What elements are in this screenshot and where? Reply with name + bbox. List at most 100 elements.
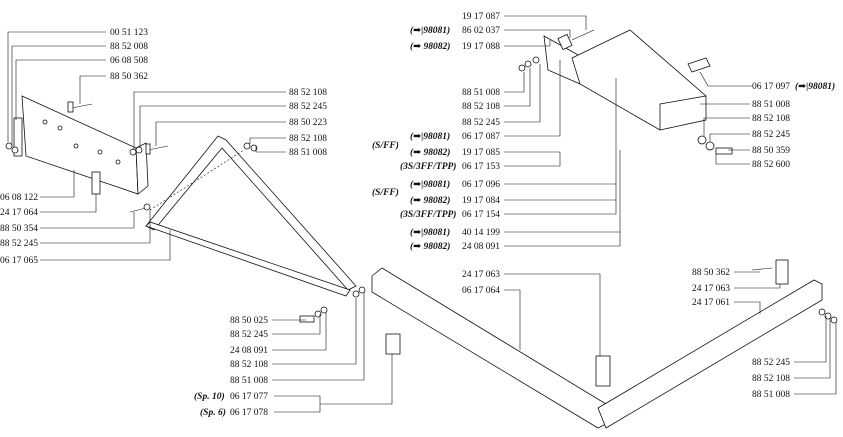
bolt [147, 145, 169, 151]
washer [129, 148, 137, 156]
corner-bracket [595, 355, 611, 387]
part-number-label: 88 52 008 [110, 42, 148, 52]
bolt [751, 267, 773, 271]
frame-rail-right [597, 279, 823, 429]
variant-prefix: (Sp. 6) [200, 407, 226, 418]
part-number-label: 06 08 122 [0, 193, 38, 203]
housing-box-end [659, 95, 707, 131]
part-number-label: 88 52 245 [752, 358, 790, 368]
part-number-label: 88 52 245 [462, 118, 500, 128]
part-number-label: 06 17 097 [752, 82, 790, 92]
left-leaders [7, 31, 393, 413]
part-number-label: 06 17 077 [230, 392, 268, 402]
part-number-label: 24 08 091 [230, 346, 268, 356]
plate-hole [42, 119, 48, 125]
part-number-label: 88 52 245 [752, 130, 790, 140]
bolt [299, 315, 315, 323]
washer [135, 146, 143, 154]
part-number-label: 88 52 600 [752, 160, 790, 170]
triangular-frame [145, 135, 357, 291]
washer [250, 144, 258, 152]
washer [824, 312, 832, 320]
part-number-label: 24 17 064 [0, 208, 38, 218]
part-number-label: 24 17 061 [692, 298, 730, 308]
plate-hole [115, 159, 121, 165]
part-number-label: 00 51 123 [110, 28, 148, 38]
part-number-label: 24 17 063 [462, 270, 500, 280]
arrow-icon: ➡ [413, 228, 421, 238]
part-number-label: 88 52 108 [752, 374, 790, 384]
model-code-98081: (➡|98081) [795, 81, 835, 92]
model-code-98082: (➡ 98082) [410, 147, 450, 158]
pin-shaft [571, 29, 595, 41]
arrow-icon: ➡ [798, 82, 806, 92]
part-number-label: 88 51 008 [230, 376, 268, 386]
frame-bottom-rail [145, 221, 351, 297]
assembly-line [149, 149, 245, 211]
part-number-label: 88 52 108 [289, 88, 327, 98]
plate-flange [135, 142, 149, 195]
part-number-label: 88 51 008 [462, 88, 500, 98]
right-bottom-labels: 24 17 063 06 17 064 88 50 362 24 17 063 … [462, 268, 790, 400]
plate-hole [57, 125, 63, 131]
clamp [91, 171, 101, 195]
model-code-98081: (➡|98081) [410, 25, 450, 36]
variant-prefix: (3S/3FF/TPP) [400, 161, 456, 172]
right-top-leaders [504, 15, 752, 247]
plate-hole [97, 149, 103, 155]
part-number-label: 88 52 108 [230, 360, 268, 370]
part-number-label: 88 52 245 [230, 330, 268, 340]
part-number-label: 06 17 096 [462, 180, 500, 190]
model-code-98082: (➡ 98082) [410, 241, 450, 252]
part-number-label: 19 17 088 [462, 42, 500, 52]
part-number-label: 19 17 084 [462, 196, 500, 206]
spacer-plate [385, 333, 401, 355]
model-code-98081: (➡|98081) [410, 179, 450, 190]
washer [830, 316, 838, 324]
model-code-98082: (➡ 98082) [410, 41, 450, 52]
part-number-label: 06 17 065 [0, 256, 38, 266]
part-number-label: 88 51 008 [752, 100, 790, 110]
part-number-label: 06 08 508 [110, 56, 148, 66]
arrow-icon: ➡ [413, 148, 421, 158]
model-code-98082: (➡ 98082) [410, 195, 450, 206]
arrow-icon: ➡ [413, 132, 421, 142]
bolt-head [67, 101, 74, 113]
washer [243, 142, 251, 150]
bolt-head [145, 143, 151, 155]
arrow-icon: ➡ [413, 42, 421, 52]
arrow-icon: ➡ [413, 26, 421, 36]
part-number-label: 88 52 245 [289, 102, 327, 112]
arrow-icon: ➡ [413, 242, 421, 252]
part-number-label: 88 52 108 [289, 134, 327, 144]
part-number-label: 88 52 108 [752, 114, 790, 124]
bolt [129, 207, 147, 213]
washer [358, 286, 366, 294]
washer [705, 141, 715, 151]
part-number-label: 88 51 008 [289, 148, 327, 158]
part-number-label: 88 50 223 [289, 118, 327, 128]
arrow-icon: ➡ [413, 180, 421, 190]
part-number-label: 19 17 087 [462, 12, 500, 22]
part-number-label: 86 02 037 [462, 26, 500, 36]
washer [143, 203, 151, 211]
end-bracket [775, 259, 789, 285]
washer [11, 146, 19, 154]
right-top-labels: 19 17 087 (➡|98081) 86 02 037 (➡ 98082) … [372, 12, 835, 252]
washer [518, 64, 526, 72]
part-number-label: 88 50 025 [230, 316, 268, 326]
part-number-label: 19 17 085 [462, 148, 500, 158]
variant-prefix: (S/FF) [372, 187, 399, 198]
part-number-label: 06 17 154 [462, 210, 500, 220]
part-number-label: 88 50 354 [0, 224, 38, 234]
bolt [715, 147, 733, 155]
side-bracket [13, 117, 23, 157]
washer [524, 60, 532, 68]
part-number-label: 06 17 078 [230, 408, 268, 418]
washer [5, 142, 13, 150]
part-number-label: 88 50 359 [752, 146, 790, 156]
washer [320, 306, 328, 314]
left-labels: 00 51 123 88 52 008 06 08 508 88 50 362 … [0, 28, 327, 418]
